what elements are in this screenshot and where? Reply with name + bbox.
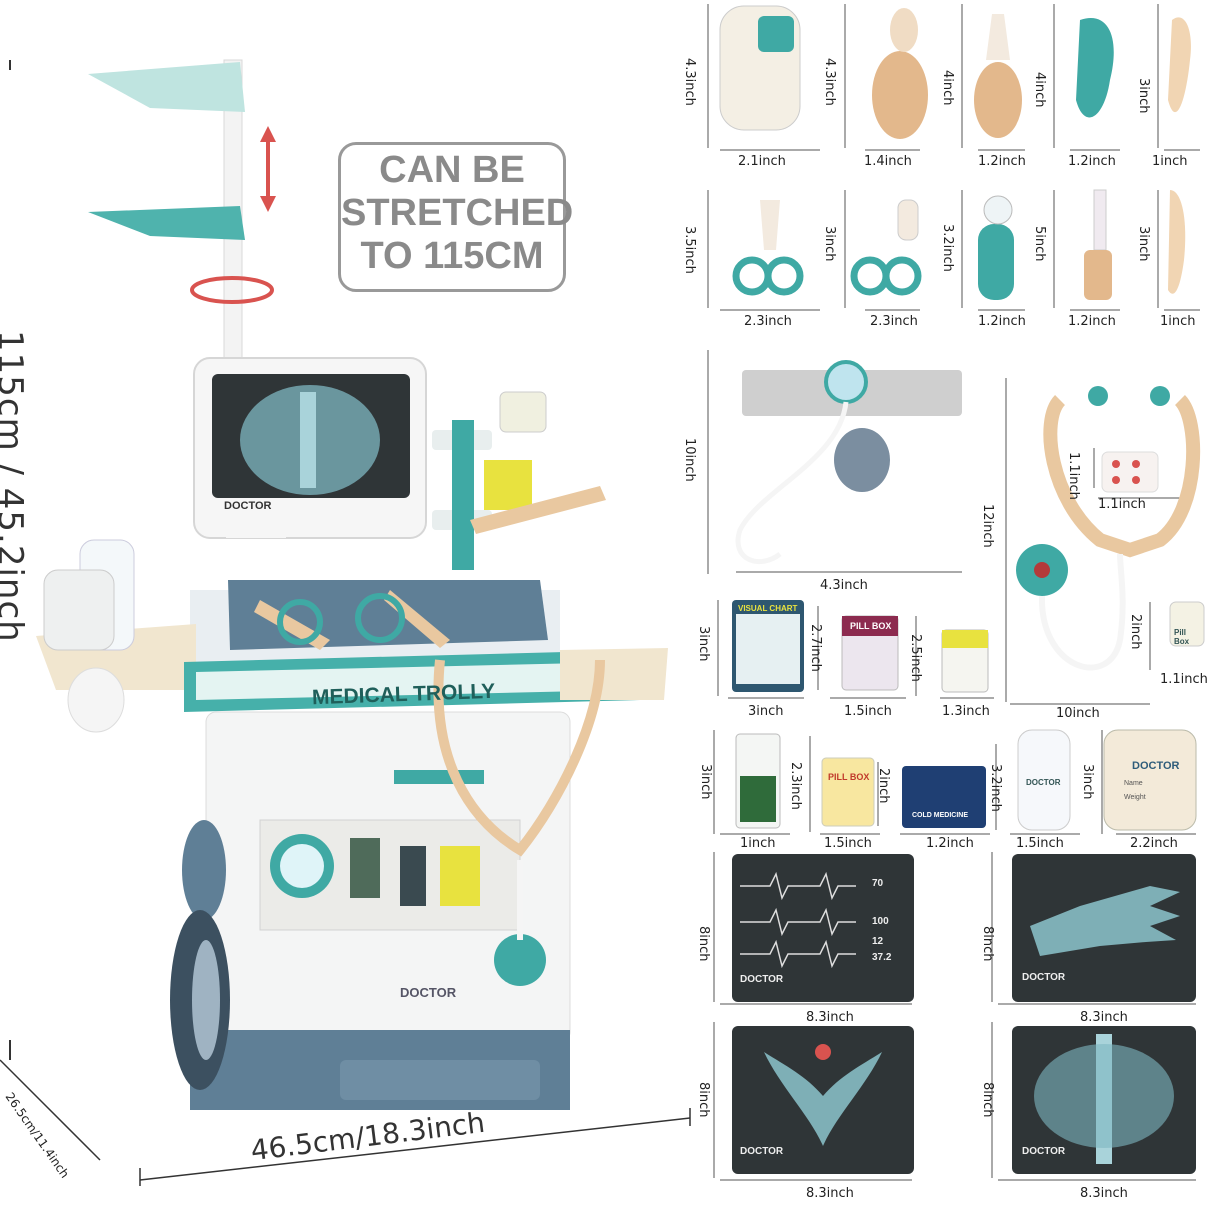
accessory-row-5 [680, 726, 1200, 852]
cuff-width: 4.3inch [820, 578, 868, 593]
row2-item1-width: 2.3inch [744, 314, 792, 329]
row1-item5-width: 1inch [1152, 154, 1188, 169]
ecg-vital-4: 37.2 [872, 952, 892, 963]
pelvis-xray-height: 8inch [696, 1082, 711, 1118]
row1-item3-width: 1.2inch [978, 154, 1026, 169]
sanitizer-height: 3inch [698, 764, 713, 800]
cold-medicine-height: 3.2inch [988, 764, 1003, 812]
jar-width: 1.1inch [1160, 672, 1208, 687]
ecg-label: DOCTOR [740, 974, 784, 985]
cold-medicine-width: 1.2inch [926, 836, 974, 851]
chart-width: 3inch [748, 704, 784, 719]
row-3-drawing [707, 350, 1205, 705]
monitor-label: DOCTOR [224, 500, 272, 512]
row1-item5-height: 3inch [1136, 78, 1151, 114]
soap-width: 1.5inch [1016, 836, 1064, 851]
chest-xray-height: 8inch [980, 1082, 995, 1118]
hand-xray-label: DOCTOR [1022, 972, 1066, 983]
accessory-row-1 [680, 0, 1200, 180]
body-label: DOCTOR [400, 985, 457, 1000]
pillbox-yellow-height: 2inch [876, 768, 891, 804]
row-2-drawing [707, 189, 1200, 311]
hand-xray-width: 8.3inch [1080, 1010, 1128, 1025]
pillbox-pink-width: 1.5inch [844, 704, 892, 719]
row-5-drawing [713, 729, 1197, 835]
row1-item2-height: 4.3inch [822, 58, 837, 106]
row2-item2-width: 2.3inch [870, 314, 918, 329]
pillbox-yellow-text: PILL BOX [828, 772, 870, 782]
jar-text: Pill Box [1174, 628, 1190, 646]
row1-item4-width: 1.2inch [1068, 154, 1116, 169]
row-4-drawing [717, 600, 994, 699]
row1-item2-width: 1.4inch [864, 154, 912, 169]
row2-item4-height: 5inch [1032, 226, 1047, 262]
jar-height: 2inch [1128, 614, 1143, 650]
row1-item3-height: 4inch [940, 70, 955, 106]
pelvis-xray-label: DOCTOR [740, 1146, 784, 1157]
callout-line-2: STRETCHED [341, 192, 574, 234]
pills-height: 1.1inch [1066, 452, 1081, 500]
hand-xray-height: 8inch [980, 926, 995, 962]
trolley-drawing [0, 59, 691, 1186]
badge-width: 2.2inch [1130, 836, 1178, 851]
chest-xray-label: DOCTOR [1022, 1146, 1066, 1157]
ecg-height: 8inch [696, 926, 711, 962]
cuff-height: 10inch [682, 438, 697, 482]
badge-text: DOCTOR [1132, 760, 1180, 772]
accessory-row-2 [680, 180, 1200, 340]
row2-item3-width: 1.2inch [978, 314, 1026, 329]
sanitizer-height2: 2.3inch [788, 762, 803, 810]
callout-line-3: TO 115CM [360, 235, 544, 277]
stethoscope-height: 12inch [980, 504, 995, 548]
ecg-vital-2: 100 [872, 916, 889, 927]
row2-item4-width: 1.2inch [1068, 314, 1116, 329]
chart-height: 3inch [696, 626, 711, 662]
pillbox-pink-height: 2.5inch [908, 634, 923, 682]
row1-item1-width: 2.1inch [738, 154, 786, 169]
row2-item2-height: 3inch [822, 226, 837, 262]
pillbox-pink-text: PILL BOX [850, 621, 892, 631]
pillbox-yellow-width: 1.5inch [824, 836, 872, 851]
callout-line-1: CAN BE [379, 149, 525, 191]
eye-drops-width: 1.3inch [942, 704, 990, 719]
chart-height2: 2.7inch [808, 624, 823, 672]
stretch-callout: CAN BE STRETCHED TO 115CM [338, 142, 574, 292]
xray-grid [680, 846, 1200, 1200]
accessory-row-4 [680, 590, 1010, 730]
row1-item4-height: 4inch [1032, 72, 1047, 108]
ecg-width: 8.3inch [806, 1010, 854, 1025]
xray-grid-drawing [713, 852, 1196, 1181]
row-1-drawing [707, 4, 1200, 151]
badge-weight: Weight [1124, 794, 1146, 801]
row2-item5-height: 3inch [1136, 226, 1151, 262]
row2-item3-height: 3.2inch [940, 224, 955, 272]
row1-item1-height: 4.3inch [682, 58, 697, 106]
soap-text: DOCTOR [1026, 778, 1061, 787]
row2-item5-width: 1inch [1160, 314, 1196, 329]
ecg-vital-1: 70 [872, 878, 884, 889]
trolley-illustration [0, 59, 691, 1186]
accessory-row-3 [680, 340, 1205, 730]
pelvis-xray-width: 8.3inch [806, 1186, 854, 1201]
chest-xray-width: 8.3inch [1080, 1186, 1128, 1201]
cold-medicine-text: COLD MEDICINE [912, 812, 968, 819]
height-dimension-label: 115cm / 45.2inch [0, 330, 30, 643]
ecg-vital-3: 12 [872, 936, 884, 947]
sanitizer-width: 1inch [740, 836, 776, 851]
soap-height: 3inch [1080, 764, 1095, 800]
badge-name: Name [1124, 780, 1143, 787]
stethoscope-width: 10inch [1056, 706, 1100, 721]
row2-item1-height: 3.5inch [682, 226, 697, 274]
pills-width: 1.1inch [1098, 497, 1146, 512]
chart-title: VISUAL CHART [738, 604, 798, 613]
